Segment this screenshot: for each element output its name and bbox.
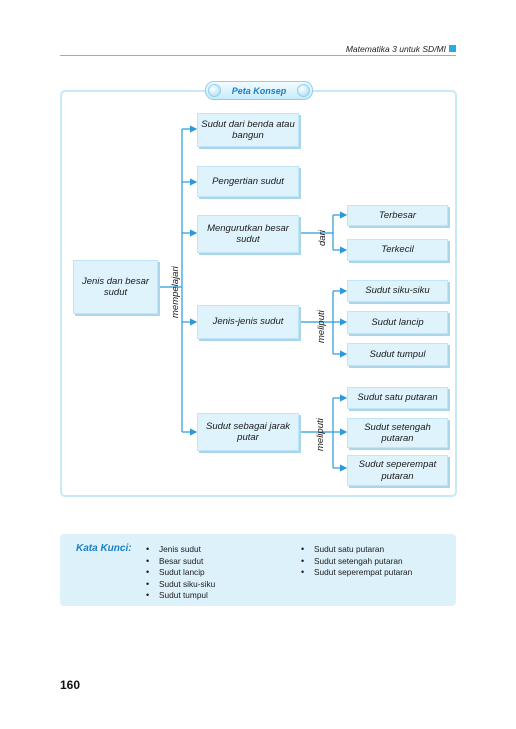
- keywords-list-2: Sudut satu putaran Sudut setengah putara…: [301, 544, 412, 579]
- branch-node-jarak-putar: Sudut sebagai jarak putar: [197, 413, 299, 451]
- branch-node-sudut-benda: Sudut dari benda atau bangun: [197, 113, 299, 147]
- list-item: Sudut siku-siku: [146, 579, 215, 591]
- pill-cap-right-icon: [297, 84, 310, 97]
- list-item: Jenis sudut: [146, 544, 215, 556]
- leaf-node: Sudut satu putaran: [347, 387, 448, 409]
- connector-label-meliputi-putaran: meliputi: [315, 418, 326, 451]
- list-item: Sudut setengah putaran: [301, 556, 412, 568]
- running-header: Matematika 3 untuk SD/MI: [345, 44, 446, 54]
- list-item: Besar sudut: [146, 556, 215, 568]
- header-rule: [60, 55, 456, 56]
- list-item: Sudut seperempat putaran: [301, 567, 412, 579]
- branch-node-pengertian: Pengertian sudut: [197, 166, 299, 197]
- leaf-node: Sudut lancip: [347, 311, 448, 334]
- concept-map-title: Peta Konsep: [205, 81, 313, 100]
- root-node: Jenis dan besar sudut: [73, 260, 158, 314]
- leaf-node: Sudut siku-siku: [347, 280, 448, 302]
- branch-node-jenis: Jenis-jenis sudut: [197, 305, 299, 339]
- concept-map-title-text: Peta Konsep: [231, 85, 287, 96]
- list-item: Sudut tumpul: [146, 590, 215, 602]
- list-item: Sudut satu putaran: [301, 544, 412, 556]
- leaf-node: Sudut setengah putaran: [347, 418, 448, 448]
- connector-label-dari: dari: [317, 230, 328, 246]
- header-square-icon: [449, 45, 456, 52]
- pill-cap-left-icon: [208, 84, 221, 97]
- leaf-node: Terkecil: [347, 239, 448, 261]
- branch-node-mengurutkan: Mengurutkan besar sudut: [197, 215, 299, 253]
- leaf-node: Terbesar: [347, 205, 448, 226]
- list-item: Sudut lancip: [146, 567, 215, 579]
- leaf-node: Sudut tumpul: [347, 343, 448, 366]
- leaf-node: Sudut seperempat putaran: [347, 455, 448, 486]
- keywords-title: Kata Kunci:: [76, 543, 132, 554]
- keywords-list-1: Jenis sudut Besar sudut Sudut lancip Sud…: [146, 544, 215, 602]
- root-connector-label: mempelajari: [170, 266, 181, 318]
- page-number: 160: [60, 678, 81, 692]
- connector-label-meliputi-jenis: meliputi: [316, 310, 327, 343]
